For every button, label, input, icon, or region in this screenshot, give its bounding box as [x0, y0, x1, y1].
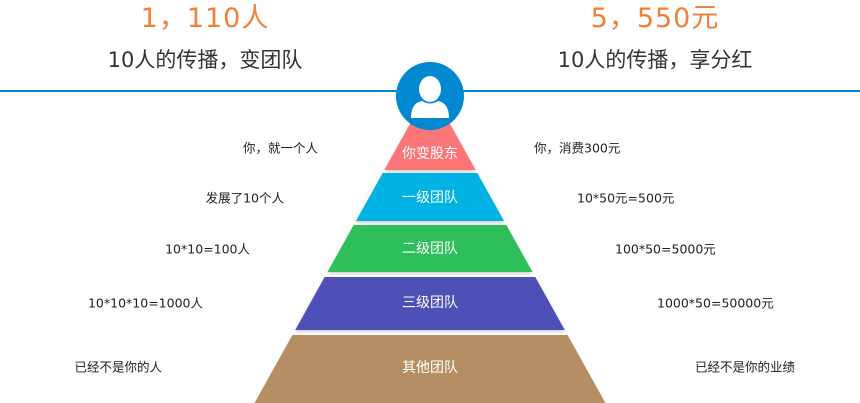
dividend-value: 5，550元 [590, 3, 720, 34]
tier-label: 三级团队 [402, 295, 458, 311]
earnings-label: 你，消费300元 [534, 140, 621, 156]
tier-label: 其他团队 [402, 360, 458, 376]
tier-2 [327, 225, 533, 272]
earnings-label: 已经不是你的业绩 [695, 359, 796, 375]
tier-1 [355, 173, 505, 221]
people-label: 10*10*10=1000人 [87, 295, 203, 311]
tier-4 [254, 335, 606, 403]
dividend-caption: 10人的传播，享分红 [557, 48, 753, 72]
tier-label: 二级团队 [402, 241, 458, 257]
earnings-label: 100*50=5000元 [615, 241, 716, 257]
tier-label: 一级团队 [402, 190, 458, 206]
team-size-value: 1，110人 [140, 3, 270, 34]
earnings-label: 10*50元=500元 [577, 190, 675, 206]
tier-label: 你变股东 [402, 146, 458, 162]
people-label: 10*10=100人 [165, 241, 250, 257]
people-label: 已经不是你的人 [74, 359, 162, 375]
team-caption: 10人的传播，变团队 [107, 48, 303, 72]
people-label: 你，就一个人 [242, 140, 318, 156]
tier-0 [384, 118, 476, 170]
earnings-label: 1000*50=50000元 [657, 295, 774, 311]
user-avatar-icon [396, 62, 464, 130]
tier-3 [295, 277, 565, 330]
people-label: 发展了10个人 [205, 190, 284, 206]
